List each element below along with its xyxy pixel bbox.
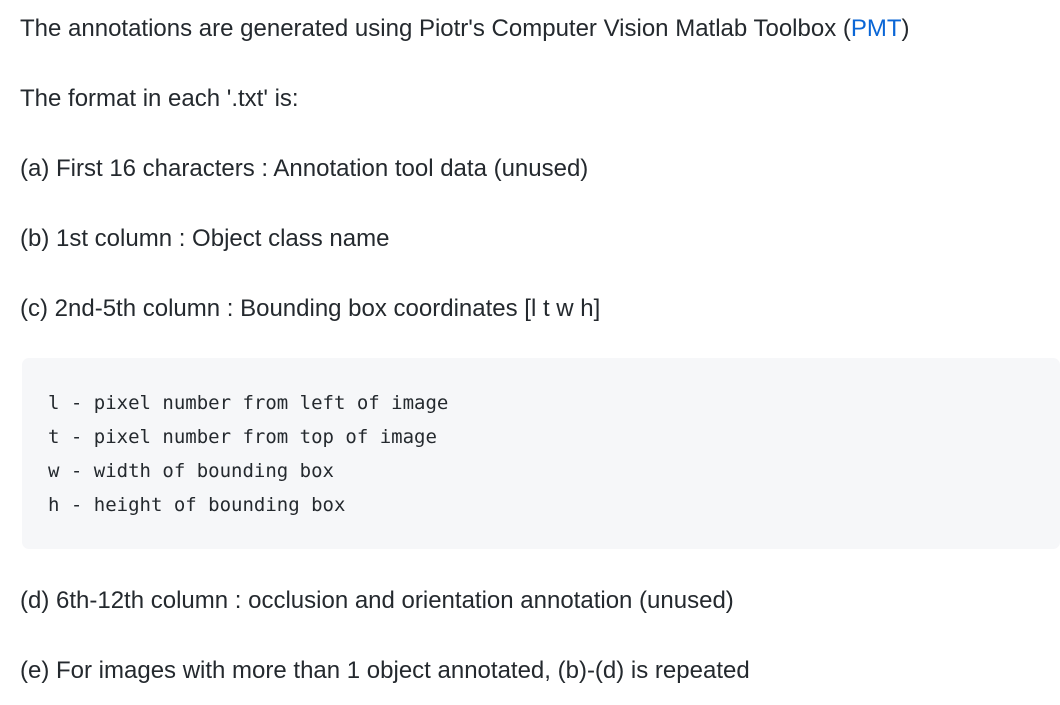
list-item-b: (b) 1st column : Object class name (20, 225, 390, 252)
code-block: l - pixel number from left of image t - … (22, 358, 1060, 549)
list-item-d: (d) 6th-12th column : occlusion and orie… (20, 587, 734, 614)
intro-paragraph: The annotations are generated using Piot… (0, 14, 918, 45)
list-item-a: (a) First 16 characters : Annotation too… (20, 155, 589, 182)
intro-text-prefix: The annotations are generated using Piot… (20, 15, 851, 42)
list-item-e: (e) For images with more than 1 object a… (20, 657, 750, 684)
code-line-l: l - pixel number from left of image (48, 392, 449, 414)
code-line-h: h - height of bounding box (48, 494, 346, 516)
intro-text-suffix: ) (901, 15, 910, 42)
list-item-c: (c) 2nd-5th column : Bounding box coordi… (20, 295, 601, 322)
code-line-t: t - pixel number from top of image (48, 426, 437, 448)
format-line: The format in each '.txt' is: (20, 85, 299, 112)
code-line-w: w - width of bounding box (48, 460, 334, 482)
pmt-link[interactable]: PMT (850, 15, 902, 42)
